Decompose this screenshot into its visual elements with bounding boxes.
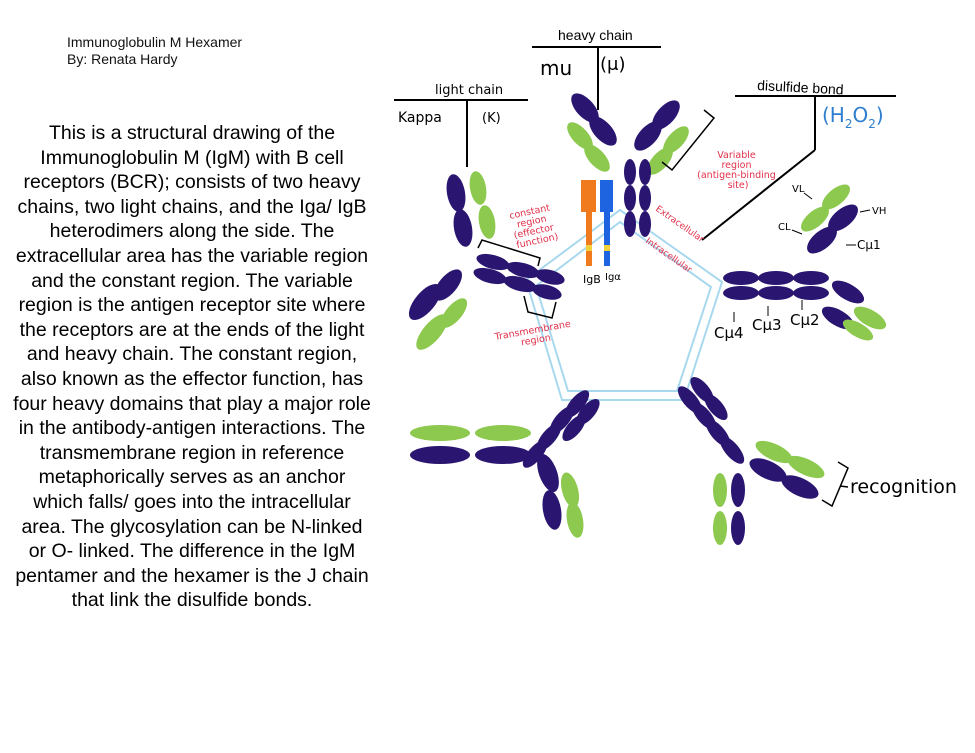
light-chain-label: light chain: [435, 83, 503, 98]
transmembrane-region-label: Transmembrane region: [493, 318, 577, 353]
iga-igb-heterodimer: [581, 180, 613, 266]
light-chain-symbol: (K): [482, 111, 501, 126]
domain-labels: VL VH CL Cμ1 Cμ4 Cμ3 Cμ2: [714, 184, 886, 342]
igb-label: IgB: [583, 273, 601, 286]
cmu1-label: Cμ1: [857, 238, 881, 252]
constant-region-callout: constant region (effector function): [477, 202, 560, 267]
bottom-right-antibody-unit: [677, 376, 825, 545]
cmu2-label: Cμ2: [790, 311, 820, 329]
heavy-chain-name: mu: [540, 56, 572, 80]
light-chain-callout: light chain Kappa (K): [394, 83, 528, 167]
disulfide-bond-label: disulfide bond: [757, 77, 844, 98]
disulfide-formula: (H2O2): [822, 103, 884, 131]
cmu3-label: Cμ3: [752, 316, 782, 334]
light-chain-name: Kappa: [398, 110, 442, 126]
recognition-callout: recognition: [821, 461, 957, 508]
heavy-chain-symbol: (μ): [600, 54, 626, 75]
header-title: Immunoglobulin M Hexamer: [67, 34, 243, 50]
variable-region-callout: Variable region (antigen-binding site): [661, 109, 779, 191]
transmembrane-region-callout: Transmembrane region: [493, 295, 577, 353]
description-text: This is a structural drawing of the Immu…: [13, 122, 371, 612]
disulfide-bond-callout: disulfide bond (H2O2): [701, 77, 896, 241]
heavy-chain-callout: heavy chain mu (μ): [532, 27, 661, 110]
header-author: By: Renata Hardy: [67, 51, 178, 67]
recognition-label: recognition: [850, 476, 957, 498]
iga-label: Igα: [605, 272, 621, 283]
variable-region-label: Variable region (antigen-binding site): [697, 150, 779, 191]
vl-label: VL: [792, 184, 805, 195]
top-antibody-unit: [567, 93, 689, 237]
constant-region-label: constant region (effector function): [508, 202, 560, 251]
cmu4-label: Cμ4: [714, 324, 744, 342]
left-antibody-unit: [408, 171, 565, 350]
cl-label: CL: [778, 222, 791, 233]
bottom-left-antibody-unit: [410, 390, 600, 538]
right-antibody-unit: [723, 184, 887, 341]
heavy-chain-label: heavy chain: [558, 27, 633, 43]
vh-label: VH: [872, 206, 886, 217]
